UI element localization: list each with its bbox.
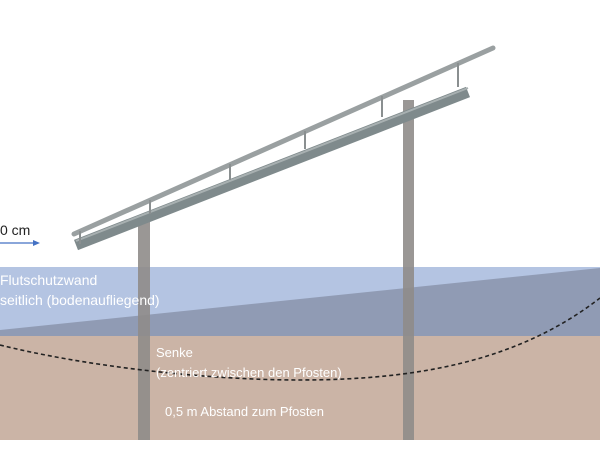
arrow-head-icon — [33, 240, 40, 246]
purlin — [74, 86, 470, 251]
sink-label-2: (zentriert zwischen den Pfosten) — [156, 365, 342, 380]
purlin-highlight — [75, 87, 469, 242]
flood-wall-label-1: Flutschutzwand — [0, 272, 98, 288]
distance-label: 0 cm — [0, 222, 31, 238]
flood-wall-label-2: seitlich (bodenaufliegend) — [0, 292, 160, 308]
clamps — [79, 63, 459, 244]
post-distance-label: 0,5 m Abstand zum Pfosten — [165, 404, 324, 419]
sink-curve — [0, 297, 600, 381]
ground — [0, 336, 600, 440]
right-post — [403, 100, 414, 440]
module-rail — [71, 45, 496, 237]
sink-label-1: Senke — [156, 345, 193, 360]
left-post — [138, 222, 150, 440]
